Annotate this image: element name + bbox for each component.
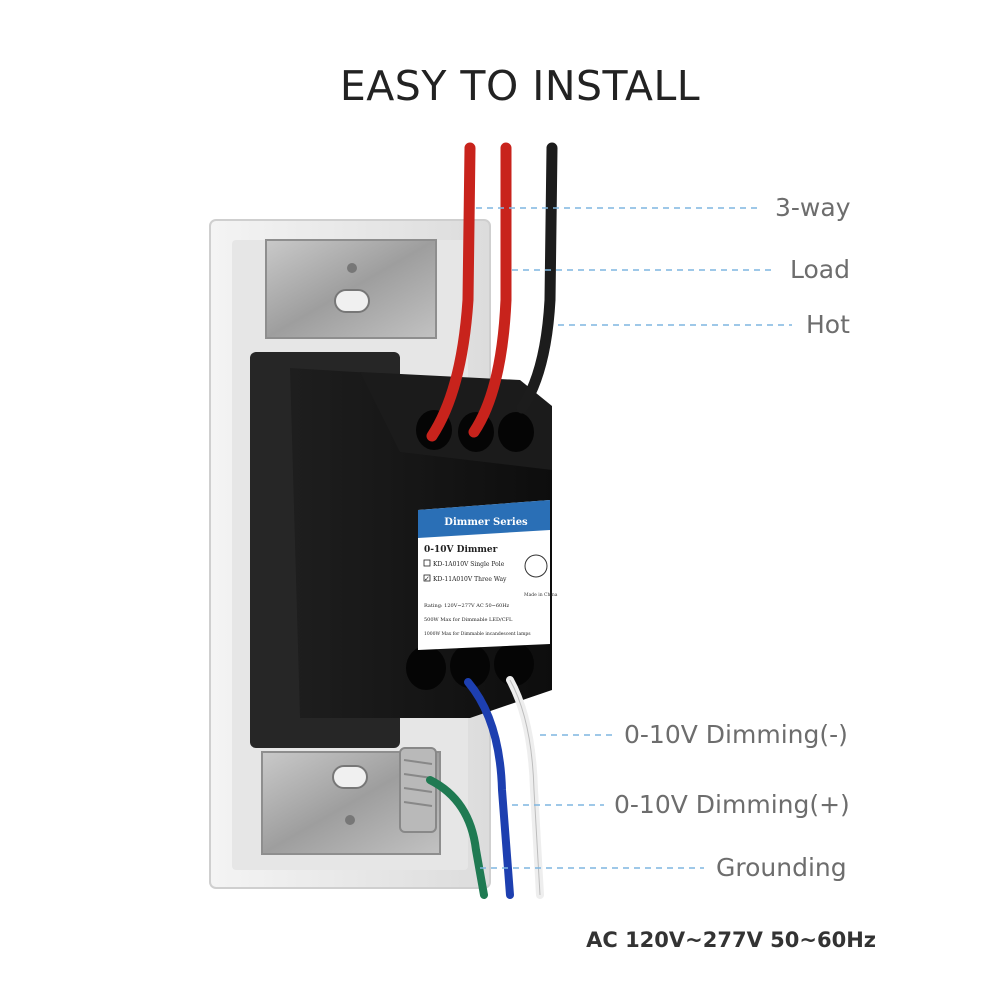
label-grounding: Grounding: [716, 853, 847, 882]
label-load: Load: [790, 255, 850, 284]
load-wire: [468, 142, 512, 438]
ground-screw: [399, 747, 437, 833]
label-max-incandescent: 1000W Max for Dimmable incandescent lamp…: [424, 631, 531, 637]
label-checkbox-three: [423, 574, 431, 582]
voltage-rating: AC 120V~277V 50~60Hz: [586, 928, 876, 952]
label-product-name: 0-10V Dimmer: [424, 545, 498, 555]
label-banner-text: Dimmer Series: [444, 517, 528, 528]
grounding-wire: [426, 776, 488, 899]
bottom-wires: [426, 676, 544, 899]
dimming-plus-wire: [464, 678, 514, 899]
certification-mark: [524, 554, 548, 578]
label-dimming-plus: 0-10V Dimming(+): [614, 790, 850, 819]
label-banner: [418, 500, 550, 538]
product-label: Dimmer Series 0-10V Dimmer KD-1A010V Sin…: [418, 500, 558, 650]
upper-mounting-yoke: [265, 239, 437, 339]
label-max-led: 500W Max for Dimmable LED/CFL: [424, 617, 513, 623]
label-three-way: 3-way: [775, 193, 851, 222]
page-title: EASY TO INSTALL: [339, 62, 701, 110]
label-option-three: KD-11A010V Three Way: [433, 576, 507, 583]
label-rating: Rating: 120V~277V AC 50~60Hz: [424, 603, 510, 609]
label-option-single: KD-1A010V Single Pole: [433, 561, 505, 568]
label-origin: Made in China: [524, 592, 558, 598]
label-checkbox-single: [423, 559, 431, 567]
dimming-minus-wire: [506, 676, 544, 899]
label-hot: Hot: [806, 310, 850, 339]
guide-lines: [476, 207, 792, 869]
three-way-wire: [426, 142, 476, 442]
top-wires: [426, 142, 558, 442]
label-checkmark: ✓: [424, 575, 430, 583]
label-dimming-minus: 0-10V Dimming(-): [624, 720, 848, 749]
dimming-minus-wire-outline: [509, 679, 541, 896]
hot-wire: [516, 142, 558, 414]
